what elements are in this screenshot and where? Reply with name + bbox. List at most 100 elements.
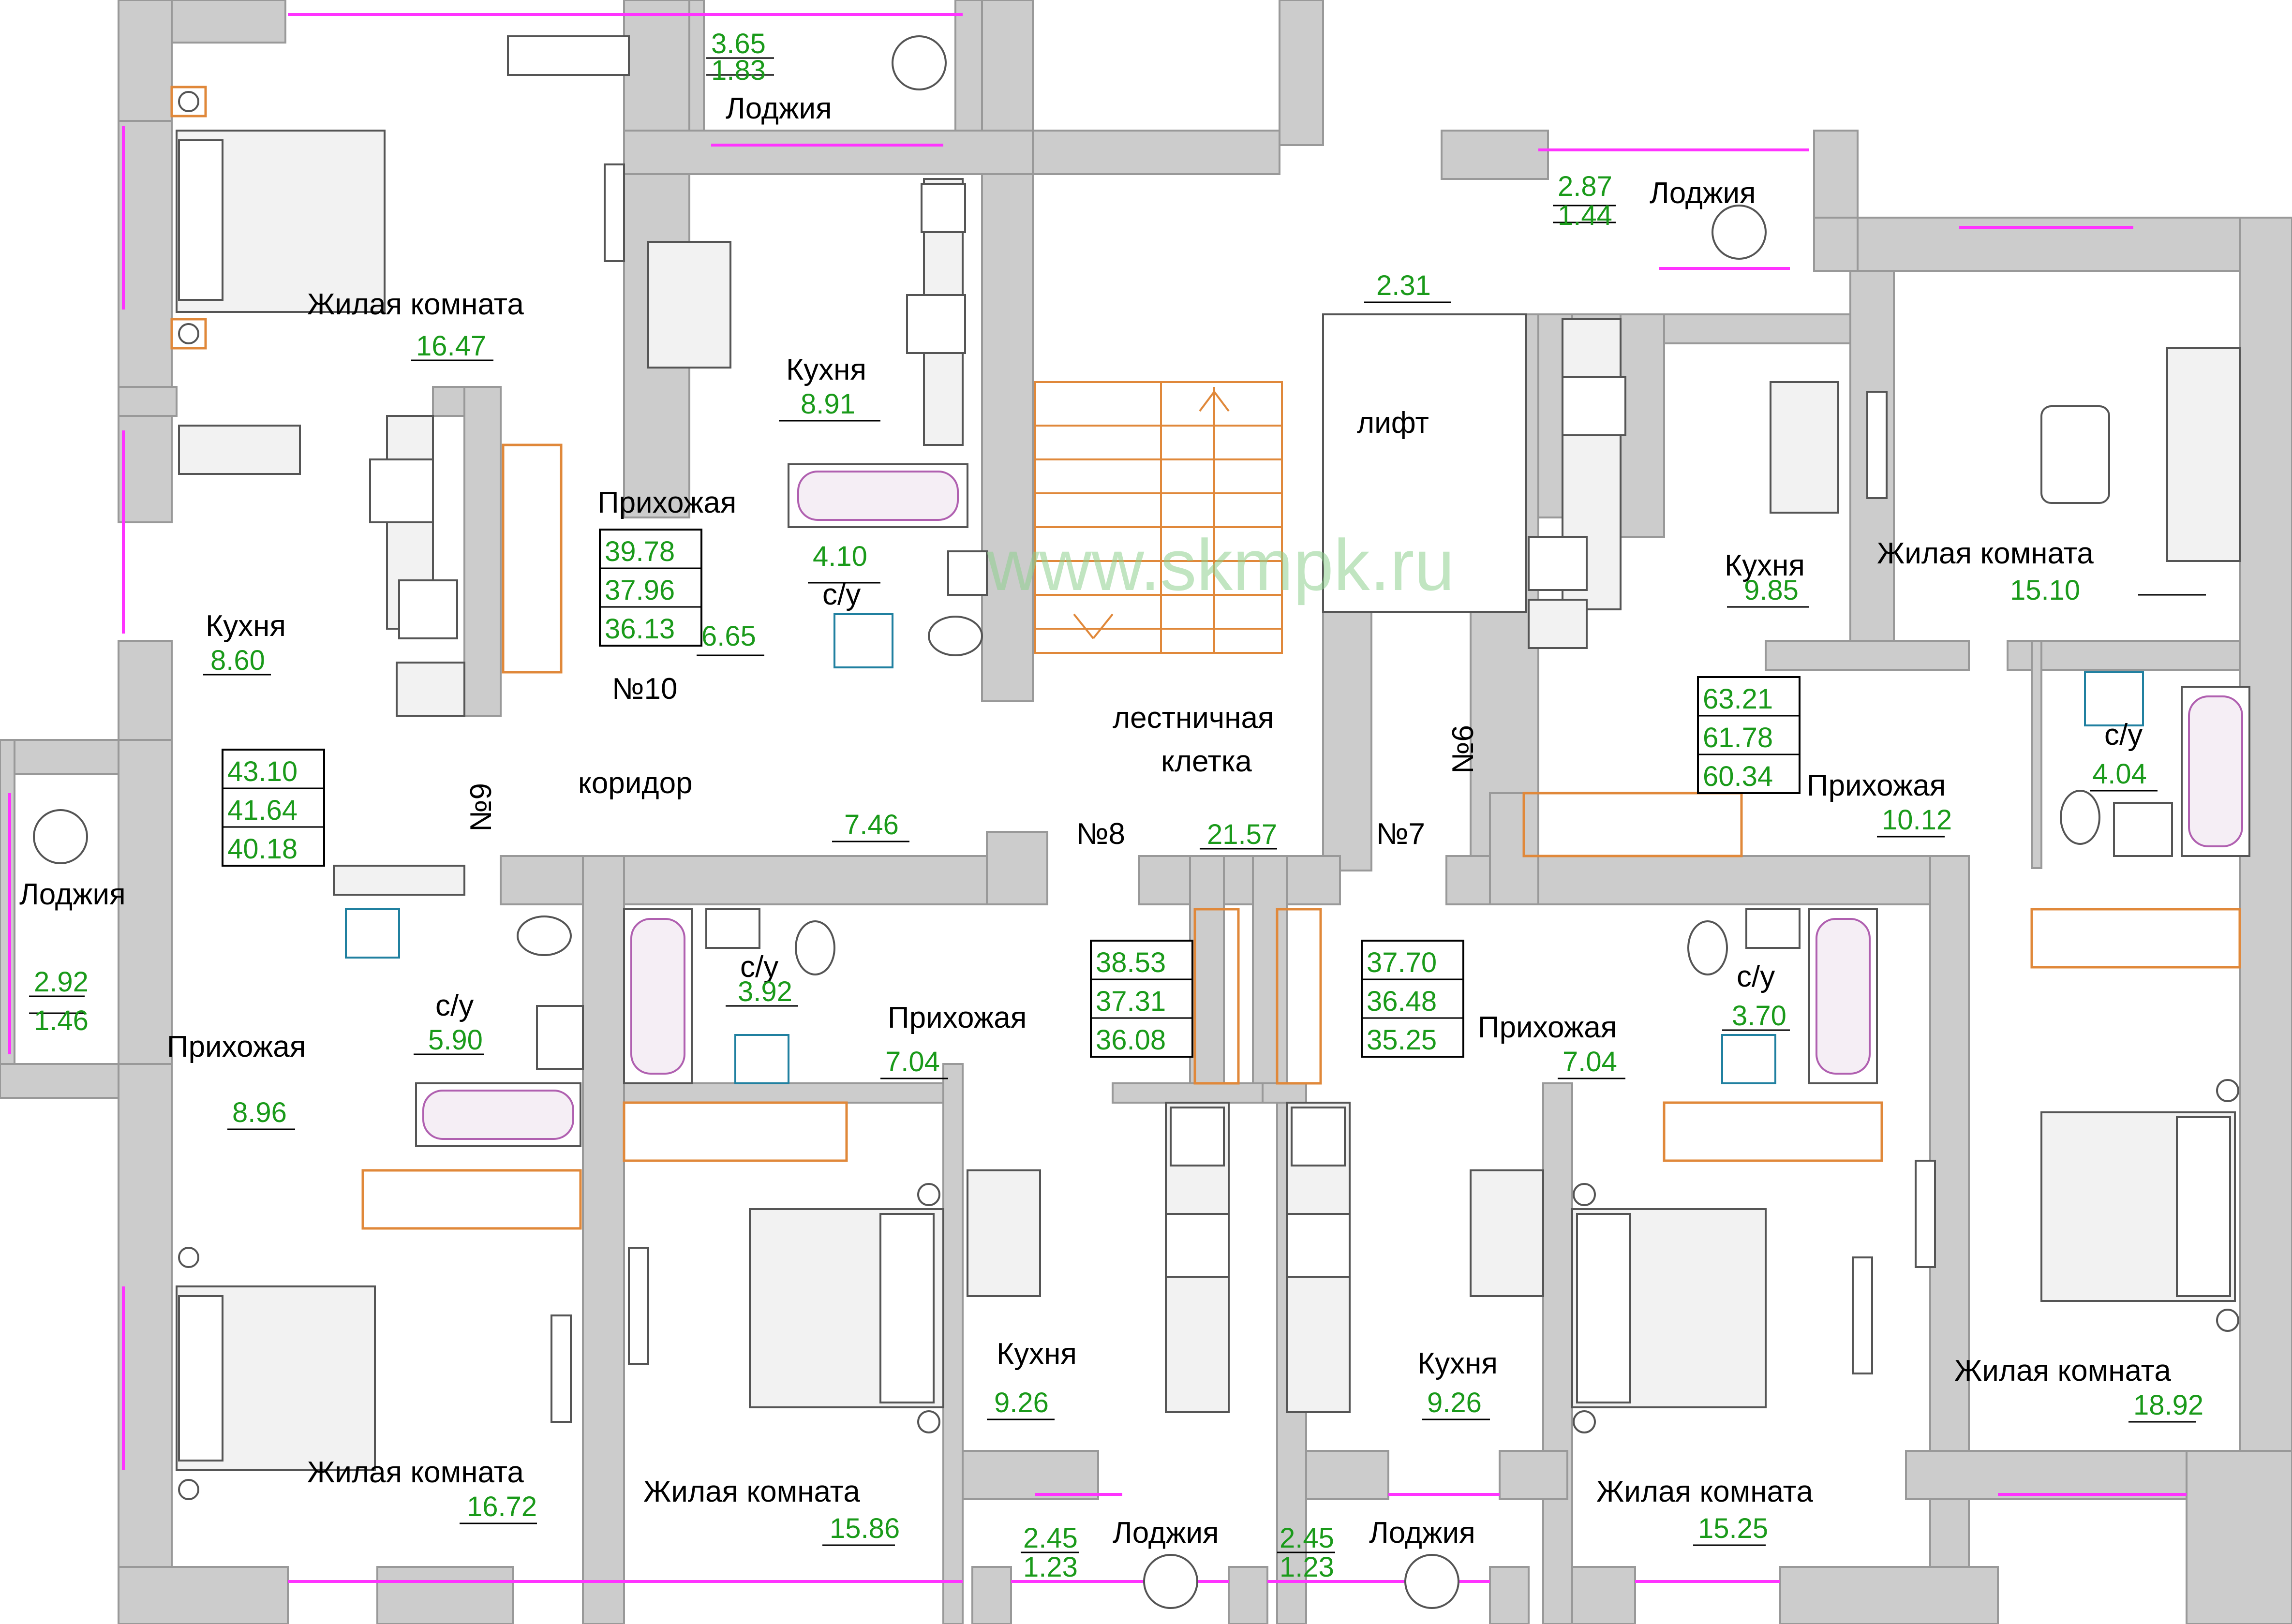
furniture xyxy=(33,35,2250,1609)
lamp-icon xyxy=(2216,1309,2239,1332)
wall-segment xyxy=(1228,1566,1268,1624)
wardrobe xyxy=(1193,908,1240,1085)
apartment-area-living: 36.48 xyxy=(1367,986,1437,1017)
lamp-icon xyxy=(178,91,199,112)
pillows xyxy=(879,1213,935,1403)
room-name: лифт xyxy=(1357,406,1429,440)
room-area: 4.10 xyxy=(813,541,867,572)
tv-stand xyxy=(604,163,625,262)
apartment-area-net: 35.25 xyxy=(1367,1024,1437,1056)
room-name: Прихожая xyxy=(167,1030,306,1063)
wall-segment xyxy=(118,120,173,412)
stair-arrow xyxy=(1199,391,1215,412)
pillows xyxy=(178,139,223,301)
lamp-icon xyxy=(1573,1183,1596,1206)
apartment-area-net: 40.18 xyxy=(227,833,298,865)
room-name: Жилая комната xyxy=(1954,1354,2171,1388)
wall-segment xyxy=(1779,1566,1999,1624)
lamp-icon xyxy=(178,1479,199,1500)
apartment-area-living: 37.31 xyxy=(1096,986,1166,1017)
sink xyxy=(1528,536,1588,591)
washing-machine xyxy=(345,908,400,959)
stair-arrow xyxy=(1092,613,1114,639)
wardrobe xyxy=(1663,1101,1883,1162)
stove xyxy=(1562,376,1626,436)
loggia-area-bottom: 1.44 xyxy=(1558,200,1612,231)
wall-segment xyxy=(463,386,502,717)
room-area: 15.10 xyxy=(2010,575,2080,606)
room-area: 15.25 xyxy=(1698,1513,1768,1544)
room-name: Жилая комната xyxy=(1877,537,2094,570)
wall-segment xyxy=(118,1566,289,1624)
dining-table xyxy=(1470,1169,1544,1297)
washing-machine xyxy=(2084,671,2144,726)
bathtub-inner xyxy=(797,471,959,521)
room-name-line1: лестничная xyxy=(1113,701,1274,735)
stove xyxy=(369,458,434,523)
apartment-area-total: 63.21 xyxy=(1703,683,1773,715)
wall-segment xyxy=(942,1063,964,1624)
wall-segment xyxy=(1905,1450,2241,1500)
washing-machine xyxy=(1721,1034,1776,1084)
wall-segment xyxy=(1620,313,1665,538)
room-area: 16.47 xyxy=(416,330,486,362)
windows xyxy=(8,13,2187,1583)
sink xyxy=(398,579,458,639)
apartment-number: №8 xyxy=(1076,817,1125,851)
stair-arrow xyxy=(1213,391,1230,412)
apartment-area-living: 37.96 xyxy=(605,575,675,606)
room-name: с/у xyxy=(822,578,861,611)
room-name: Кухня xyxy=(1725,549,1805,582)
lamp-icon xyxy=(917,1410,940,1433)
wall-segment xyxy=(2007,640,2241,671)
wall-segment xyxy=(2031,640,2042,869)
dining-table xyxy=(647,241,731,369)
bathtub-inner xyxy=(422,1090,574,1140)
wardrobe xyxy=(502,443,563,674)
room-name: Кухня xyxy=(997,1337,1077,1371)
apartment-labels: №10 39.78 37.96 36.13 №9 43.10 41.64 40.… xyxy=(227,536,1773,1056)
toilet xyxy=(928,616,983,656)
wall-segment xyxy=(1857,217,2292,272)
table-round xyxy=(1712,205,1767,260)
loggia-area-top: 2.87 xyxy=(1558,171,1612,202)
loggia-area-bottom: 1.23 xyxy=(1023,1551,1078,1583)
room-area: 7.04 xyxy=(885,1046,940,1078)
stove xyxy=(906,294,966,354)
stair-arrow xyxy=(1073,613,1094,639)
room-area: 3.70 xyxy=(1732,1000,1786,1032)
stairs xyxy=(1034,381,1283,654)
apartment-area-box-8 xyxy=(1090,940,1193,1058)
bathtub-inner xyxy=(2188,695,2243,847)
room-name: Прихожая xyxy=(597,486,736,519)
washing-machine xyxy=(734,1034,789,1084)
wardrobe xyxy=(1276,908,1322,1085)
loggia-area-bottom: 1.46 xyxy=(34,1005,89,1036)
area-box xyxy=(1361,940,1464,1058)
apartment-area-living: 61.78 xyxy=(1703,722,1773,753)
wardrobe xyxy=(507,35,630,76)
wall-segment xyxy=(986,831,1048,905)
room-area: 9.26 xyxy=(1427,1387,1482,1418)
room-area: 3.92 xyxy=(738,976,792,1007)
stove xyxy=(1286,1213,1351,1278)
table-round xyxy=(892,35,947,90)
room-name: Лоджия xyxy=(1113,1516,1219,1550)
room-name: Лоджия xyxy=(1369,1516,1475,1550)
room-area: 16.72 xyxy=(467,1491,537,1522)
room-area: 9.26 xyxy=(994,1387,1049,1418)
sofa xyxy=(2166,347,2241,562)
apartment-number: №7 xyxy=(1376,817,1425,851)
loggia-area-top: 3.65 xyxy=(711,28,766,59)
room-name: Жилая комната xyxy=(1596,1475,1813,1508)
area-box xyxy=(222,749,325,867)
apartment-area-box-9 xyxy=(222,749,325,867)
tv-stand xyxy=(628,1247,649,1365)
wall-segment xyxy=(1112,1082,1264,1104)
apartment-area-net: 36.08 xyxy=(1096,1024,1166,1056)
wall-segment xyxy=(118,0,173,122)
room-area: 9.85 xyxy=(1744,575,1799,606)
apartment-area-box-7 xyxy=(1361,940,1464,1058)
toilet xyxy=(517,915,572,956)
wall-segment xyxy=(1765,640,1970,671)
